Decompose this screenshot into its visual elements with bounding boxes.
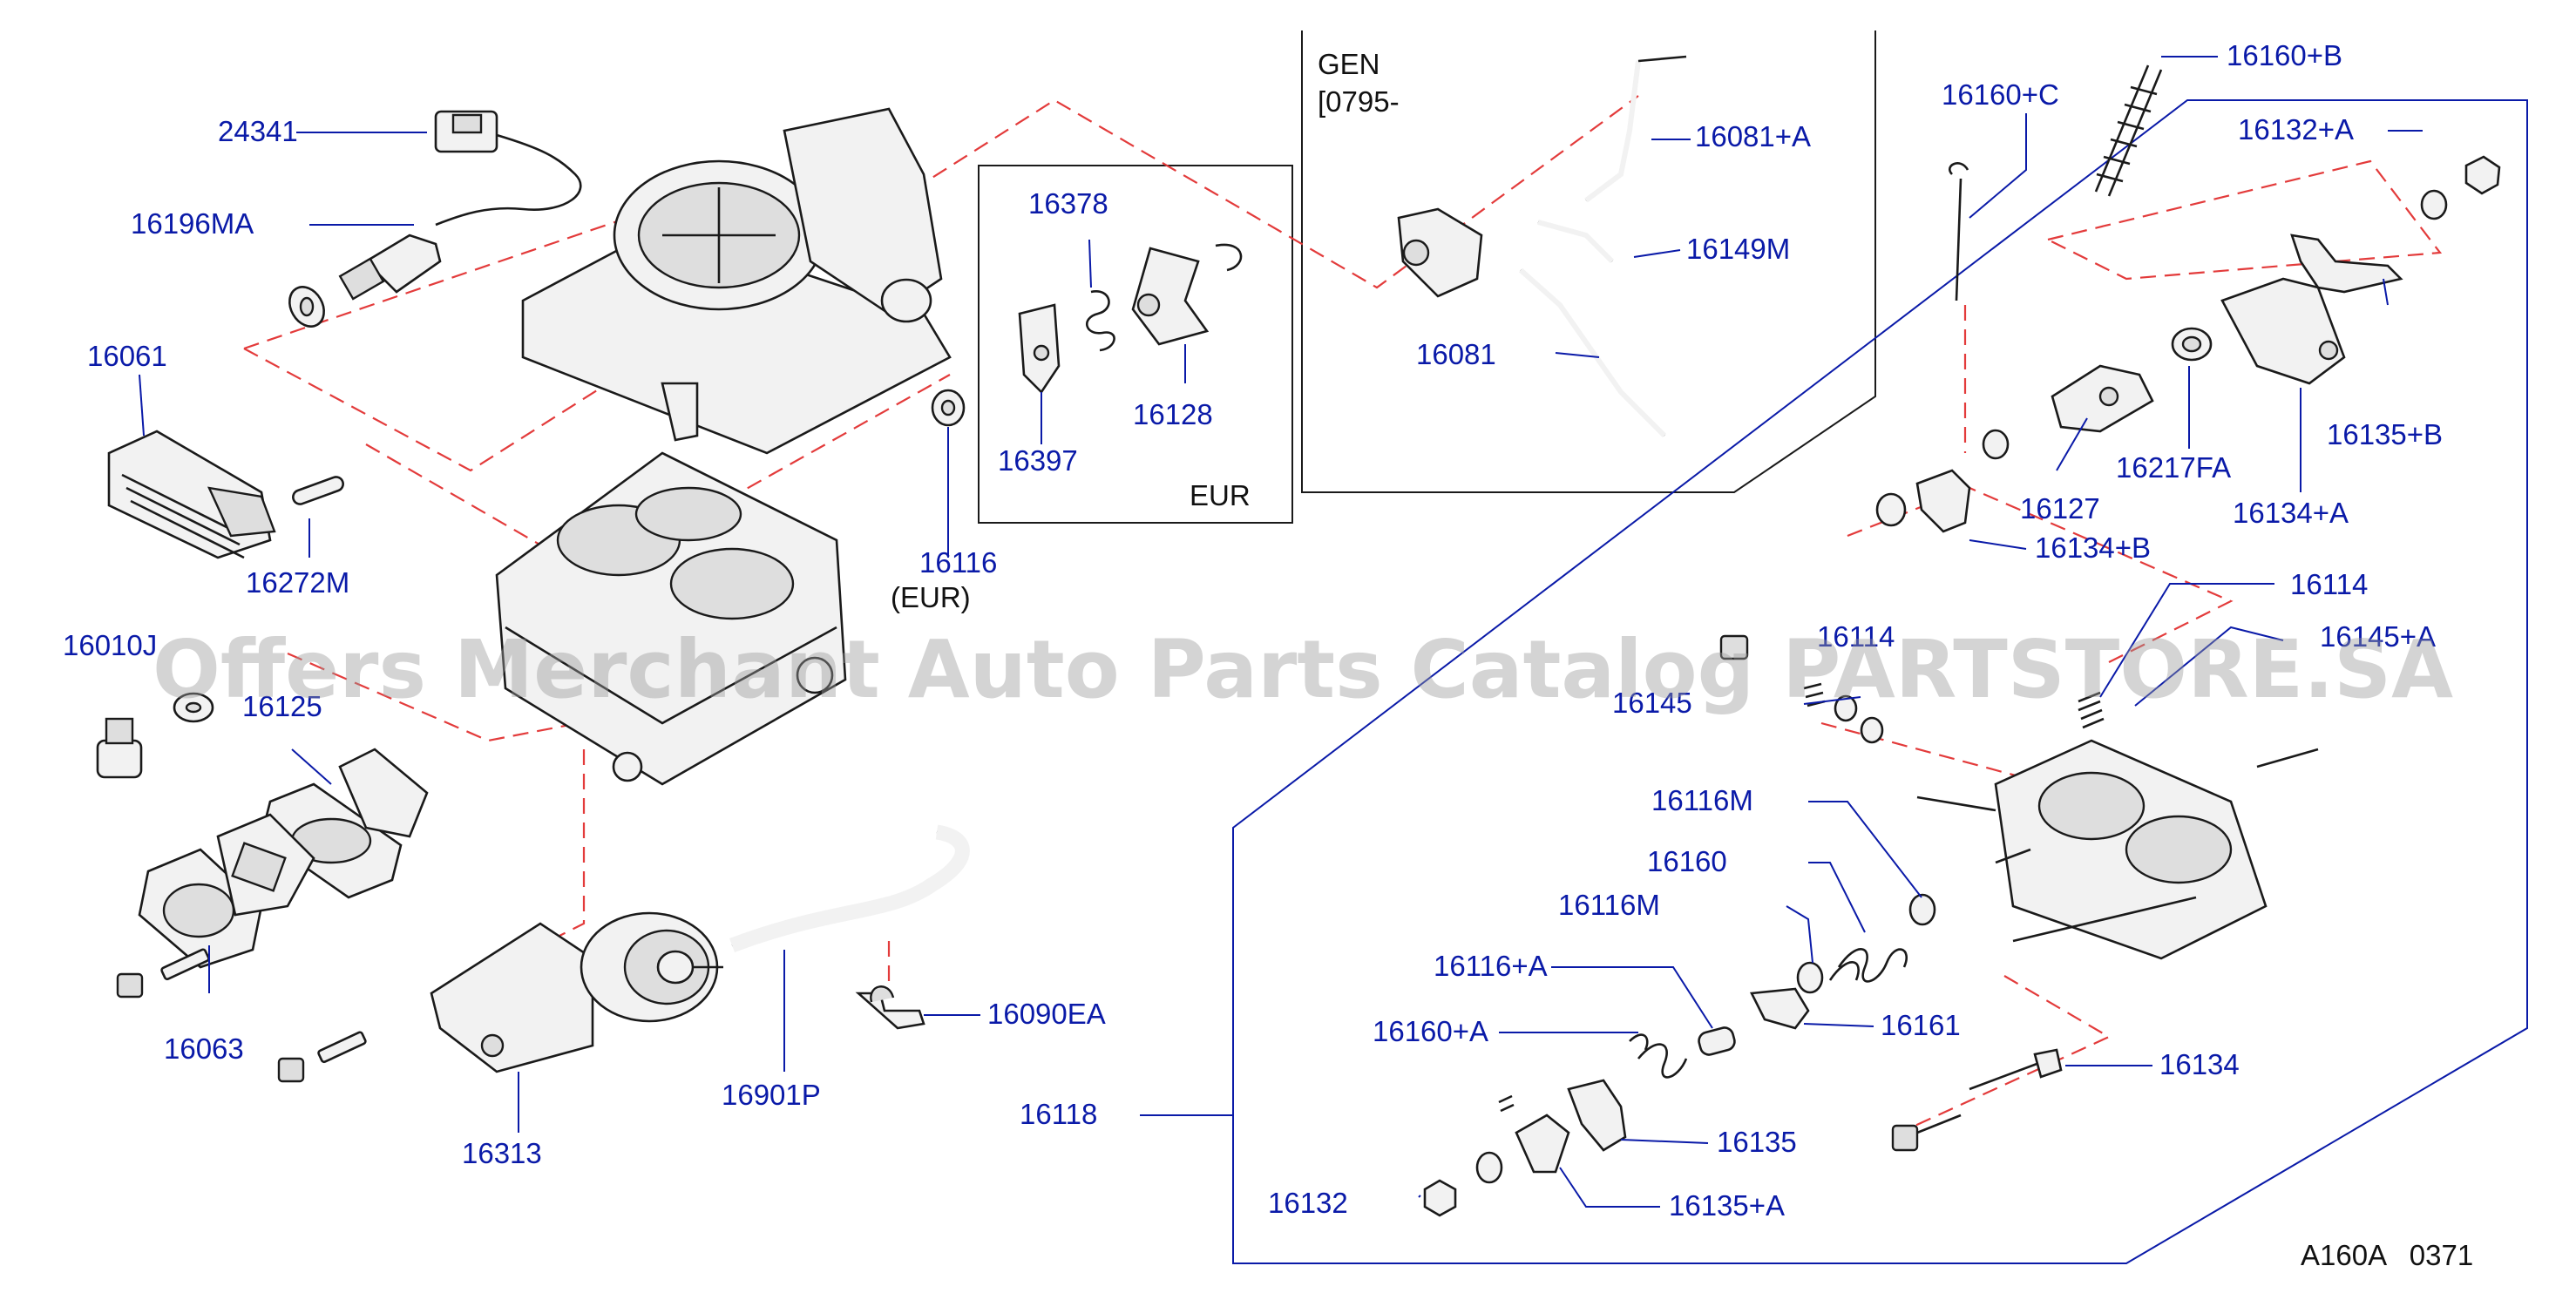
label-16116M-b: 16116M bbox=[1558, 889, 1660, 921]
bushing-16217FA bbox=[2171, 327, 2213, 362]
leader-lines bbox=[139, 56, 2423, 1208]
label-16116: 16116 bbox=[919, 546, 997, 579]
label-16135: 16135 bbox=[1717, 1126, 1797, 1158]
washer-16127 bbox=[1982, 429, 2010, 460]
label-16145A: 16145+A bbox=[2320, 620, 2436, 653]
gasket-16125 bbox=[260, 748, 429, 899]
lever-16127 bbox=[2051, 364, 2154, 433]
connector-24341 bbox=[434, 110, 582, 227]
label-16135A: 16135+A bbox=[1669, 1189, 1785, 1222]
label-16378: 16378 bbox=[1028, 187, 1108, 220]
choke-heater-16061 bbox=[107, 430, 276, 559]
label-eur-box: EUR bbox=[1190, 479, 1251, 511]
nut-16132 bbox=[1423, 1179, 1457, 1217]
lever-16397 bbox=[1018, 303, 1061, 395]
hose-clip-16090EA bbox=[855, 985, 925, 1030]
label-16114: 16114 bbox=[2290, 568, 2368, 600]
clip-eur bbox=[1215, 243, 1243, 272]
link-16149M bbox=[1537, 220, 1615, 264]
cam-16128 bbox=[1131, 247, 1210, 346]
carburetor-top-cover bbox=[521, 107, 952, 455]
label-16114-b: 16114 bbox=[1817, 620, 1895, 653]
lever-16134B bbox=[1875, 469, 1971, 533]
label-16125: 16125 bbox=[242, 690, 322, 722]
label-16061: 16061 bbox=[87, 340, 167, 372]
throttle-body-frame bbox=[1232, 99, 2528, 1264]
pin-16272M bbox=[292, 476, 344, 505]
spring-16160B bbox=[2094, 64, 2163, 197]
lever-16161 bbox=[1749, 987, 1810, 1030]
label-16127: 16127 bbox=[2020, 492, 2100, 525]
washer-16116 bbox=[931, 389, 966, 427]
label-16134B: 16134+B bbox=[2035, 531, 2151, 564]
bracket-16081 bbox=[1397, 207, 1483, 298]
throttle-body-16118 bbox=[1916, 739, 2319, 960]
sleeve-16116A bbox=[1698, 1026, 1736, 1056]
label-16161: 16161 bbox=[1881, 1009, 1961, 1041]
choke-diaphragm-16313 bbox=[430, 911, 723, 1073]
label-16135B: 16135+B bbox=[2327, 418, 2443, 450]
label-16010J: 16010J bbox=[63, 629, 157, 661]
washer-16116M-a bbox=[1908, 893, 1936, 926]
label-gen-title: GEN bbox=[1318, 48, 1380, 80]
label-16313: 16313 bbox=[462, 1137, 542, 1169]
gen-inset-frame bbox=[1301, 30, 1876, 493]
nut-16132A bbox=[2420, 155, 2501, 220]
label-16901P: 16901P bbox=[722, 1079, 821, 1111]
spring-16160A bbox=[1629, 1033, 1688, 1079]
label-16116-eur-note: (EUR) bbox=[891, 581, 971, 613]
label-16160C: 16160+C bbox=[1942, 78, 2059, 111]
label-16118: 16118 bbox=[1020, 1098, 1097, 1130]
label-16090EA: 16090EA bbox=[987, 998, 1106, 1030]
rod-16081-lower bbox=[1519, 267, 1667, 438]
screw-16145 bbox=[1719, 634, 1884, 744]
bolt-left-1 bbox=[116, 948, 210, 999]
gasket-16063 bbox=[138, 813, 315, 969]
screw-16114 bbox=[2078, 691, 2105, 729]
label-16132: 16132 bbox=[1268, 1187, 1348, 1219]
label-16128: 16128 bbox=[1133, 398, 1213, 430]
lever-16135B bbox=[2290, 234, 2403, 294]
washer-16116M-b bbox=[1796, 961, 1824, 994]
carburetor-main-body bbox=[495, 451, 847, 786]
label-16149M: 16149M bbox=[1686, 233, 1790, 265]
bolt-left-2 bbox=[277, 1031, 367, 1083]
label-16132A: 16132+A bbox=[2238, 113, 2354, 146]
screw-16134 bbox=[1969, 1048, 2063, 1091]
rod-16081A bbox=[1584, 55, 1687, 203]
label-16081A: 16081+A bbox=[1695, 120, 1811, 152]
label-16116M-a: 16116M bbox=[1651, 784, 1753, 816]
eur-inset-box bbox=[978, 165, 1293, 524]
label-16160A: 16160+A bbox=[1373, 1015, 1488, 1047]
label-16196MA: 16196MA bbox=[131, 207, 254, 240]
label-16134: 16134 bbox=[2159, 1048, 2240, 1080]
spring-16378 bbox=[1086, 290, 1115, 352]
bolt-right bbox=[1891, 1114, 1962, 1152]
label-16145: 16145 bbox=[1612, 687, 1692, 719]
label-16217FA: 16217FA bbox=[2116, 451, 2231, 484]
drawing-code: A160A 0371 bbox=[2301, 1239, 2473, 1271]
watermark: Offers Merchant Auto Parts Catalog PARTS… bbox=[153, 623, 2453, 716]
label-16134A: 16134+A bbox=[2233, 497, 2349, 529]
sensor-16196MA bbox=[288, 234, 442, 328]
label-24341: 24341 bbox=[218, 115, 298, 147]
lever-16135 bbox=[1567, 1079, 1627, 1152]
label-16272M: 16272M bbox=[246, 566, 349, 599]
label-16160B: 16160+B bbox=[2227, 39, 2342, 71]
label-16116A: 16116+A bbox=[1434, 950, 1548, 982]
label-16160: 16160 bbox=[1647, 845, 1727, 877]
label-16081: 16081 bbox=[1416, 338, 1496, 370]
label-16063: 16063 bbox=[164, 1032, 244, 1065]
rod-16160C bbox=[1949, 162, 1969, 301]
cam-16135A bbox=[1475, 1094, 1570, 1184]
vacuum-hose-16901P bbox=[729, 824, 970, 952]
label-16397: 16397 bbox=[998, 444, 1078, 477]
plate-16134A bbox=[2220, 277, 2346, 385]
drain-plug-16010J bbox=[96, 692, 214, 779]
label-gen-range: [0795- bbox=[1318, 85, 1400, 118]
spring-16160 bbox=[1828, 948, 1908, 983]
